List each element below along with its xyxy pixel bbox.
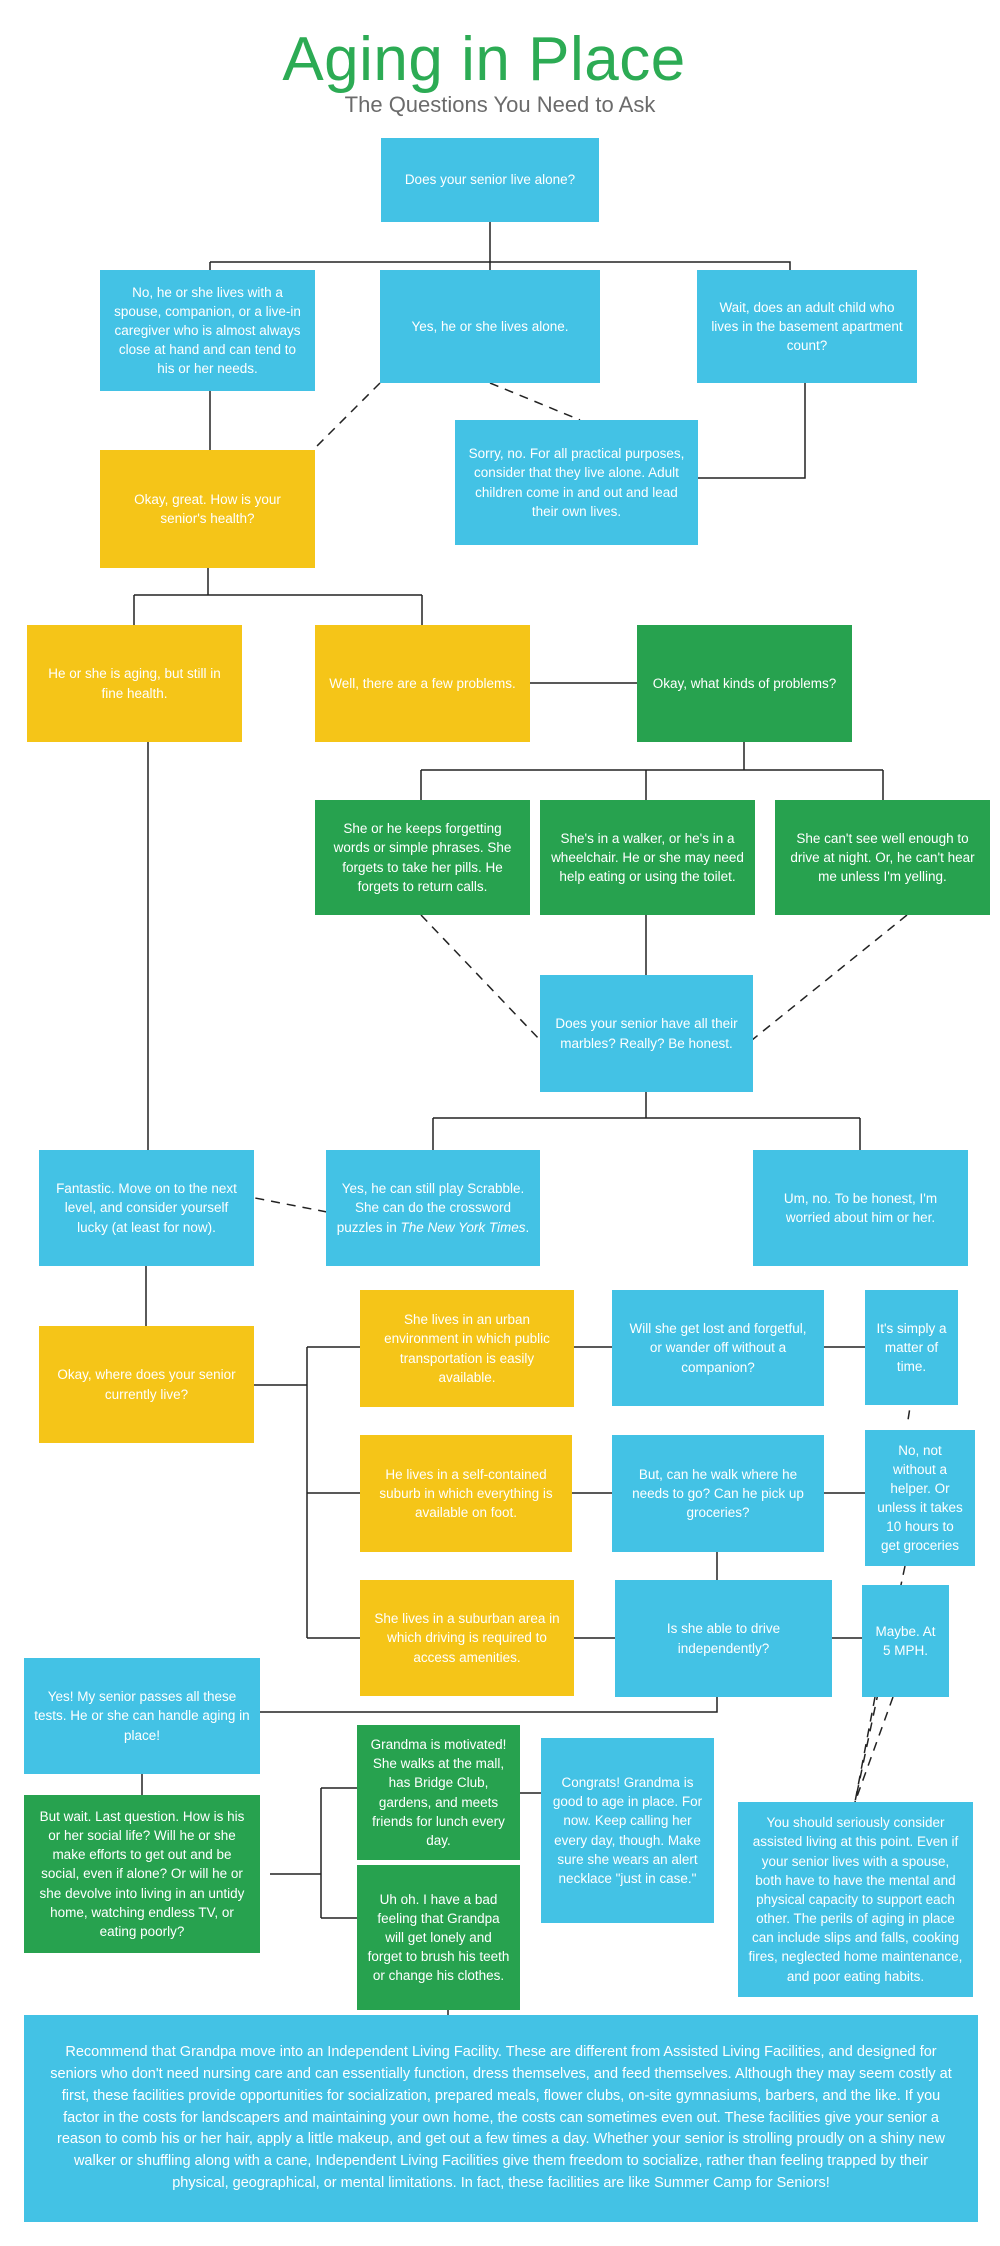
page-subtitle: The Questions You Need to Ask [344,92,656,117]
lives-with-caregiver-answer: No, he or she lives with a spouse, compa… [100,270,315,391]
dashed-connector [312,382,381,451]
live-alone-question: Does your senior live alone? [381,138,599,222]
urban-answer: She lives in an urban environment in whi… [360,1290,574,1407]
connector [420,742,884,800]
independent-living-result: Recommend that Grandpa move into an Inde… [24,2015,978,2222]
newspaper-title: The New York Times [400,1219,526,1235]
walk-groceries-question: But, can he walk where he needs to go? C… [612,1435,824,1552]
dashed-connector [854,1696,876,1803]
sorry-no-answer: Sorry, no. For all practical purposes, c… [455,420,698,545]
matter-of-time-answer: It's simply a matter of time. [865,1290,958,1405]
dashed-connector [854,1696,894,1803]
connector [209,222,791,270]
what-problems-question: Okay, what kinds of problems? [637,625,852,742]
connector [258,1552,718,1713]
dashed-connector [907,1362,918,1421]
connector [572,1346,615,1639]
social-life-question: But wait. Last question. How is his or h… [24,1795,260,1953]
fantastic-answer: Fantastic. Move on to the next level, an… [39,1150,254,1266]
adult-child-question: Wait, does an adult child who lives in t… [697,270,917,383]
few-problems-answer: Well, there are a few problems. [315,625,530,742]
suburb-foot-answer: He lives in a self-contained suburb in w… [360,1435,572,1552]
dashed-connector [420,914,541,1041]
assisted-living-result: You should seriously consider assisted l… [738,1802,973,1997]
where-live-question: Okay, where does your senior currently l… [39,1326,254,1443]
scrabble-text-end: . [525,1219,530,1235]
not-without-helper-answer: No, not without a helper. Or unless it t… [865,1430,975,1566]
marbles-question: Does your senior have all their marbles?… [540,975,753,1092]
forgetting-problem: She or he keeps forgetting words or simp… [315,800,530,915]
get-lost-question: Will she get lost and forgetful, or wand… [612,1290,824,1406]
dashed-connector [751,914,908,1041]
scrabble-answer: Yes, he can still play Scrabble. She can… [326,1150,540,1266]
grandpa-lonely-answer: Uh oh. I have a bad feeling that Grandpa… [357,1865,520,2010]
fine-health-answer: He or she is aging, but still in fine he… [27,625,242,742]
worried-answer: Um, no. To be honest, I'm worried about … [753,1150,968,1266]
connector [133,568,423,625]
scrabble-text: Yes, he can still play Scrabble. She can… [336,1179,530,1236]
dashed-connector [489,382,581,421]
maybe-5mph-answer: Maybe. At 5 MPH. [862,1585,949,1697]
dashed-connector [254,1197,328,1213]
walker-problem: She's in a walker, or he's in a wheelcha… [540,800,755,915]
vision-hearing-problem: She can't see well enough to drive at ni… [775,800,990,915]
congrats-result: Congrats! Grandma is good to age in plac… [541,1738,714,1923]
health-question: Okay, great. How is your senior's health… [100,450,315,568]
connector [824,1346,865,1639]
connector [254,1346,360,1639]
drive-independently-question: Is she able to drive independently? [615,1580,832,1697]
suburban-drive-answer: She lives in a suburban area in which dr… [360,1580,574,1696]
passes-tests-answer: Yes! My senior passes all these tests. H… [24,1658,260,1774]
lives-alone-answer: Yes, he or she lives alone. [380,270,600,383]
page-title: Aging in Place [282,25,686,94]
connector [270,1787,357,1919]
scrabble-text-start: Yes, he can still play Scrabble. She can… [336,1181,525,1235]
connector [432,1092,861,1150]
grandma-motivated-answer: Grandma is motivated! She walks at the m… [357,1725,520,1860]
connector [697,383,806,479]
